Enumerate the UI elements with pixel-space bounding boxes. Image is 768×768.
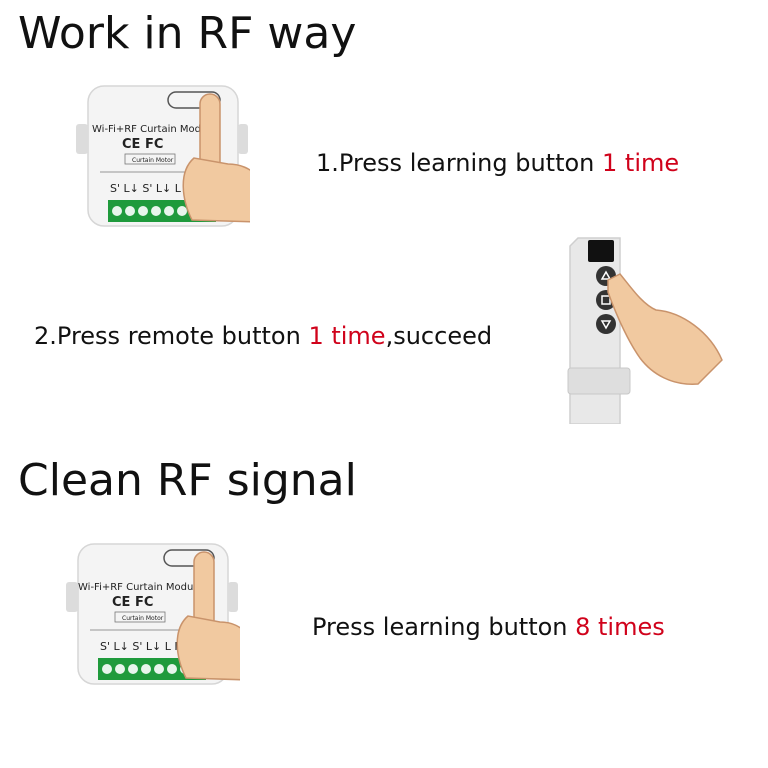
step-text: 1.Press learning button bbox=[316, 149, 603, 177]
cert-label: CE FC bbox=[122, 137, 163, 152]
heading-work-in-rf-way: Work in RF way bbox=[18, 8, 357, 59]
terminal-labels: S' L↓ S' L↓ L N bbox=[110, 182, 193, 195]
step-press-learning-once: 1.Press learning button 1 time bbox=[316, 151, 679, 175]
step-press-remote-once: 2.Press remote button 1 time,succeed bbox=[34, 324, 492, 348]
heading-clean-rf-signal: Clean RF signal bbox=[18, 455, 357, 506]
step-text: 2.Press remote button bbox=[34, 322, 309, 350]
step-text: Press learning button bbox=[312, 613, 576, 641]
module-name-label: Wi-Fi+RF Curtain Module bbox=[92, 124, 216, 135]
highlight-count: 8 times bbox=[575, 613, 665, 641]
curtain-module-icon: Wi-Fi+RF Curtain Module CE FC Curtain Mo… bbox=[66, 543, 240, 685]
highlight-count: 1 time bbox=[308, 322, 386, 350]
step-suffix: ,succeed bbox=[385, 322, 493, 350]
rf-remote-icon bbox=[567, 237, 723, 424]
step-press-learning-eight: Press learning button 8 times bbox=[312, 615, 665, 639]
cert-label: CE FC bbox=[112, 595, 153, 610]
terminal-labels: S' L↓ S' L↓ L N bbox=[100, 640, 183, 653]
sub-label: Curtain Motor bbox=[132, 157, 174, 164]
pointing-hand-icon bbox=[176, 551, 240, 681]
pointing-hand-icon bbox=[607, 273, 723, 385]
highlight-count: 1 time bbox=[602, 149, 680, 177]
pointing-hand-icon bbox=[182, 93, 250, 223]
curtain-module-icon: Wi-Fi+RF Curtain Module CE FC Curtain Mo… bbox=[76, 85, 250, 227]
sub-label: Curtain Motor bbox=[122, 615, 164, 622]
module-name-label: Wi-Fi+RF Curtain Module bbox=[78, 582, 202, 593]
